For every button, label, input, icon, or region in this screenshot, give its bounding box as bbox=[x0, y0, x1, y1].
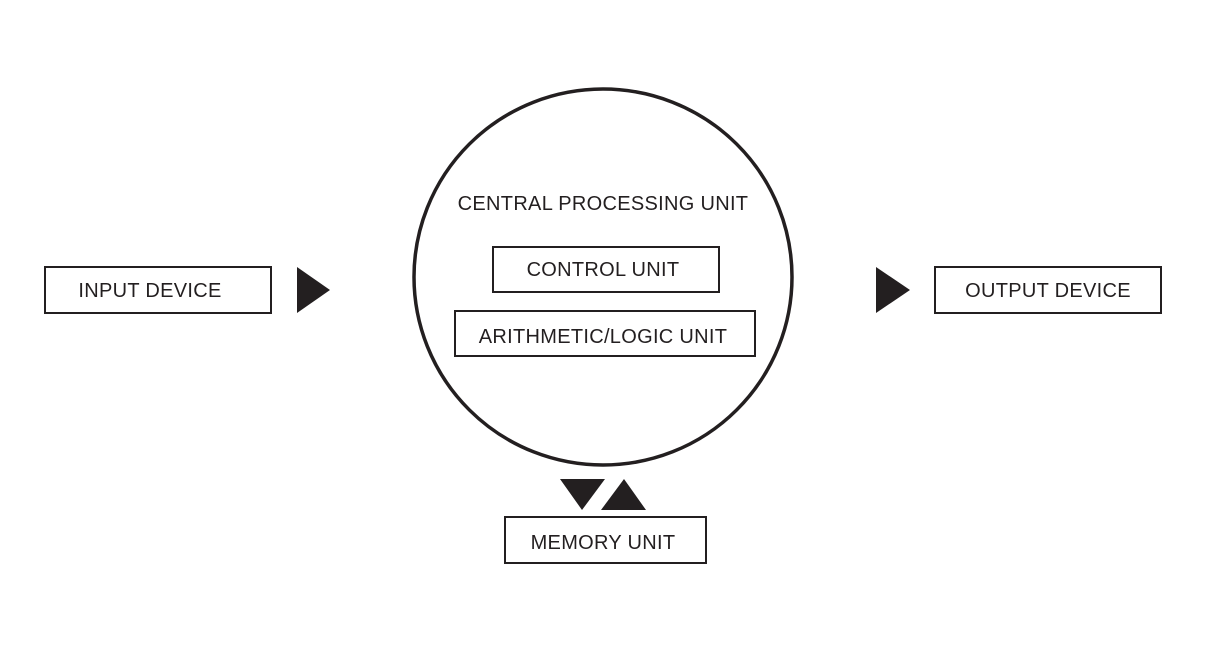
control-unit-box bbox=[492, 246, 720, 293]
memory-unit-label: MEMORY UNIT bbox=[531, 532, 676, 554]
memory-unit-node: MEMORY UNIT bbox=[504, 516, 707, 564]
input-device-node: INPUT DEVICE bbox=[44, 266, 272, 314]
memory-to-cpu-arrow bbox=[601, 479, 646, 510]
output-device-label: OUTPUT DEVICE bbox=[965, 280, 1131, 302]
cpu-to-output-arrow bbox=[876, 267, 910, 313]
input-to-cpu-arrow bbox=[297, 267, 330, 313]
input-device-box bbox=[44, 266, 272, 314]
cpu-to-memory-arrow bbox=[560, 479, 605, 510]
memory-unit-box bbox=[504, 516, 707, 564]
output-device-node: OUTPUT DEVICE bbox=[934, 266, 1162, 314]
alu-label: ARITHMETIC/LOGIC UNIT bbox=[479, 326, 728, 348]
control-unit-label: CONTROL UNIT bbox=[527, 259, 680, 281]
cpu-node: CENTRAL PROCESSING UNIT CONTROL UNIT ARI… bbox=[412, 87, 794, 467]
input-device-label: INPUT DEVICE bbox=[78, 280, 221, 302]
output-device-box bbox=[934, 266, 1162, 314]
cpu-title: CENTRAL PROCESSING UNIT bbox=[458, 193, 749, 215]
alu-box bbox=[454, 310, 756, 357]
